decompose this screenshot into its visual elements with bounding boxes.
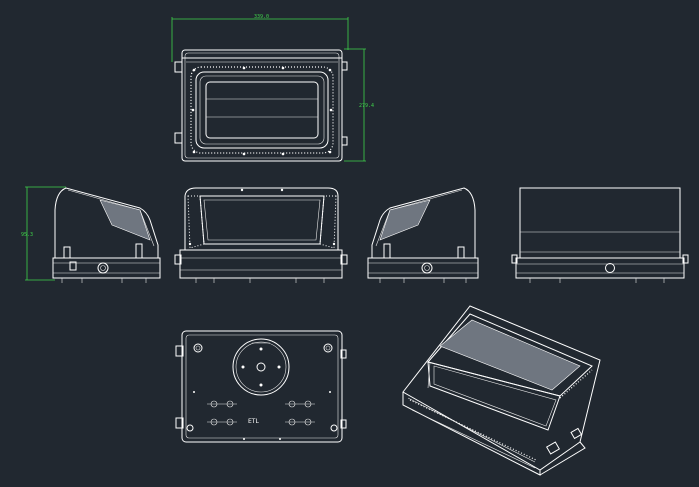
rear-plate-view: ETL xyxy=(175,330,347,443)
front-view: 339.0 279.4 xyxy=(171,14,374,162)
left-side-view: 95.3 xyxy=(21,186,161,283)
back-view xyxy=(511,187,689,283)
isometric-view xyxy=(402,305,601,476)
depth-dimension: 95.3 xyxy=(21,232,33,238)
width-dimension: 339.0 xyxy=(254,14,269,20)
etl-label: ETL xyxy=(248,418,259,425)
center-front-view xyxy=(174,187,348,283)
height-dimension: 279.4 xyxy=(359,103,374,109)
right-side-view xyxy=(367,187,479,283)
